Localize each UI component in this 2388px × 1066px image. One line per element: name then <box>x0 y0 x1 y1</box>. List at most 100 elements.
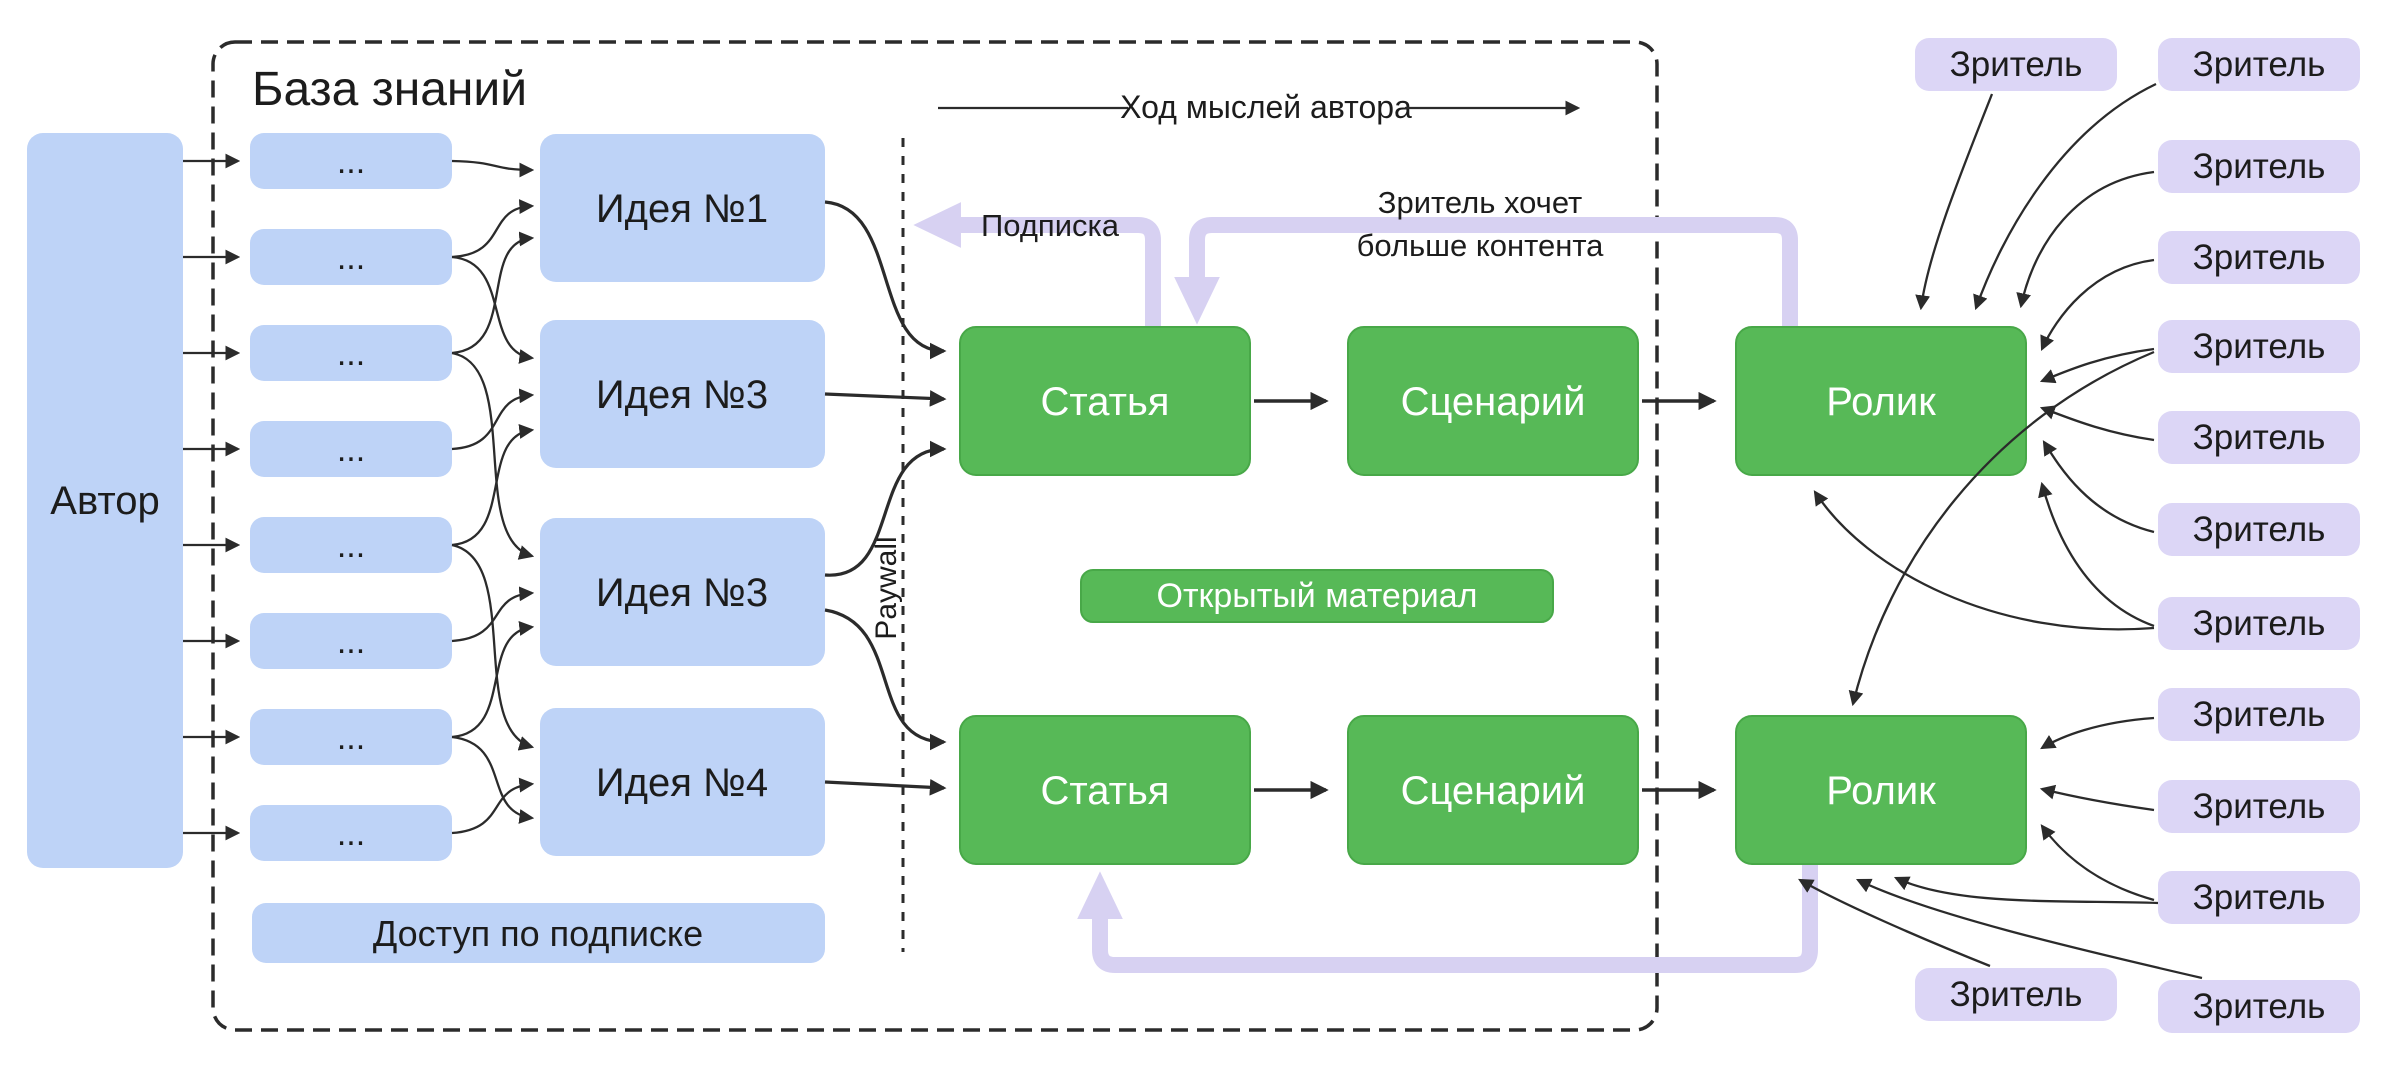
viewer-box <box>2158 780 2360 833</box>
viewer-label: Зритель <box>2193 238 2326 277</box>
viewer-link <box>2039 784 2155 812</box>
video-label: Ролик <box>1826 769 1936 813</box>
source-note-box <box>250 421 452 477</box>
video-box <box>1735 326 2027 476</box>
source-idea-link <box>451 424 535 547</box>
viewer-label: Зритель <box>2193 147 2326 186</box>
subscription-access-node: Доступ по подписке <box>252 903 825 963</box>
viewer-node: Зритель <box>2158 503 2360 556</box>
source-note-box <box>250 709 452 765</box>
viewer-node: Зритель <box>2158 411 2360 464</box>
more-content-flow-arrow <box>1174 217 1798 327</box>
viewer-box <box>2158 871 2360 924</box>
source-note-label: ... <box>337 335 365 373</box>
source-note: ... <box>250 421 452 477</box>
thought-flow-label: Ход мыслей автора <box>1120 89 1412 125</box>
viewer-link <box>1798 878 1991 968</box>
viewer-label: Зритель <box>2193 510 2326 549</box>
idea-node: Идея №3 <box>540 320 825 468</box>
viewer-link <box>2040 716 2155 750</box>
viewer-node: Зритель <box>2158 231 2360 284</box>
source-idea-link <box>451 735 535 824</box>
idea-box <box>540 320 825 468</box>
viewer-box <box>2158 597 2360 650</box>
subscription-access-box <box>252 903 825 963</box>
author-to-source-arrows <box>183 153 241 841</box>
source-idea-link <box>451 620 535 739</box>
viewer-box <box>2158 688 2360 741</box>
viewer-box <box>2158 503 2360 556</box>
idea-article-link <box>824 440 947 577</box>
viewer-node: Зритель <box>1915 38 2117 91</box>
idea-node: Идея №1 <box>540 134 825 282</box>
viewer-link <box>1848 350 2155 707</box>
viewer-label: Зритель <box>2193 695 2326 734</box>
viewer-label: Зритель <box>2193 418 2326 457</box>
stage-row-bottom: Статья Сценарий Ролик <box>959 715 2027 865</box>
article-label: Статья <box>1041 769 1170 813</box>
video-box <box>1735 715 2027 865</box>
idea-article-link <box>824 608 947 751</box>
viewer-link <box>1855 878 2203 980</box>
viewer-to-video-arrows <box>1798 82 2203 980</box>
knowledge-base-title: База знаний <box>252 63 527 116</box>
video-node-bottom: Ролик <box>1735 715 2027 865</box>
source-note-label: ... <box>337 143 365 181</box>
source-idea-link <box>451 199 535 259</box>
source-idea-link <box>451 543 535 751</box>
idea-article-link <box>824 200 947 360</box>
scenario-box <box>1347 715 1639 865</box>
viewer-label: Зритель <box>2193 604 2326 643</box>
author-node: Автор <box>27 133 183 868</box>
video-node-top: Ролик <box>1735 326 2027 476</box>
viewer-node: Зритель <box>2158 871 2360 924</box>
viewer-link <box>1915 93 1994 311</box>
scenario-label: Сценарий <box>1401 769 1586 813</box>
article-box <box>959 715 1251 865</box>
idea-box <box>540 518 825 666</box>
viewer-node: Зритель <box>2158 688 2360 741</box>
source-idea-link <box>451 351 535 560</box>
source-note-label: ... <box>337 719 365 757</box>
subscription-flow-arrow <box>913 202 1161 327</box>
viewer-node: Зритель <box>2158 980 2360 1033</box>
open-material-node: Открытый материал <box>1080 569 1554 623</box>
source-note-label: ... <box>337 239 365 277</box>
subscription-access-label: Доступ по подписке <box>373 913 703 954</box>
viewer-node: Зритель <box>2158 780 2360 833</box>
video-label: Ролик <box>1826 380 1936 424</box>
source-note: ... <box>250 325 452 381</box>
viewer-wants-line2: больше контента <box>1357 228 1605 263</box>
article-label: Статья <box>1041 380 1170 424</box>
viewer-box <box>2158 411 2360 464</box>
viewer-box <box>2158 140 2360 193</box>
viewer-link <box>2016 170 2155 309</box>
viewer-link <box>1813 490 2155 631</box>
open-material-label: Открытый материал <box>1157 577 1478 615</box>
viewer-link <box>2038 481 2155 628</box>
viewer-box <box>1915 968 2117 1021</box>
thought-flow-header: Ход мыслей автора <box>938 89 1581 125</box>
source-note-label: ... <box>337 527 365 565</box>
idea-to-article-arrows <box>824 200 947 796</box>
viewer-box <box>1915 38 2117 91</box>
idea-label: Идея №1 <box>596 187 768 231</box>
idea-box <box>540 134 825 282</box>
idea-node: Идея №4 <box>540 708 825 856</box>
source-note: ... <box>250 133 452 189</box>
viewer-link <box>2040 824 2155 902</box>
idea-label: Идея №3 <box>596 571 768 615</box>
idea-node: Идея №3 <box>540 518 825 666</box>
source-note-label: ... <box>337 623 365 661</box>
source-idea-link <box>451 231 535 355</box>
article-box <box>959 326 1251 476</box>
source-note-box <box>250 613 452 669</box>
viewer-node: Зритель <box>2158 38 2360 91</box>
source-idea-link <box>451 777 535 835</box>
source-idea-link <box>451 388 535 451</box>
stage-row-top: Статья Сценарий Ролик <box>959 326 2027 476</box>
idea-article-link <box>824 390 947 407</box>
source-note-boxes: ... ... ... ... ... ... ... ... <box>250 133 452 861</box>
